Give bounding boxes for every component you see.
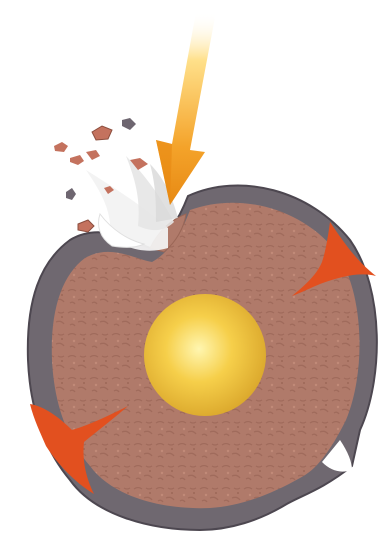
impact-arrow bbox=[156, 12, 216, 205]
core bbox=[144, 294, 266, 416]
